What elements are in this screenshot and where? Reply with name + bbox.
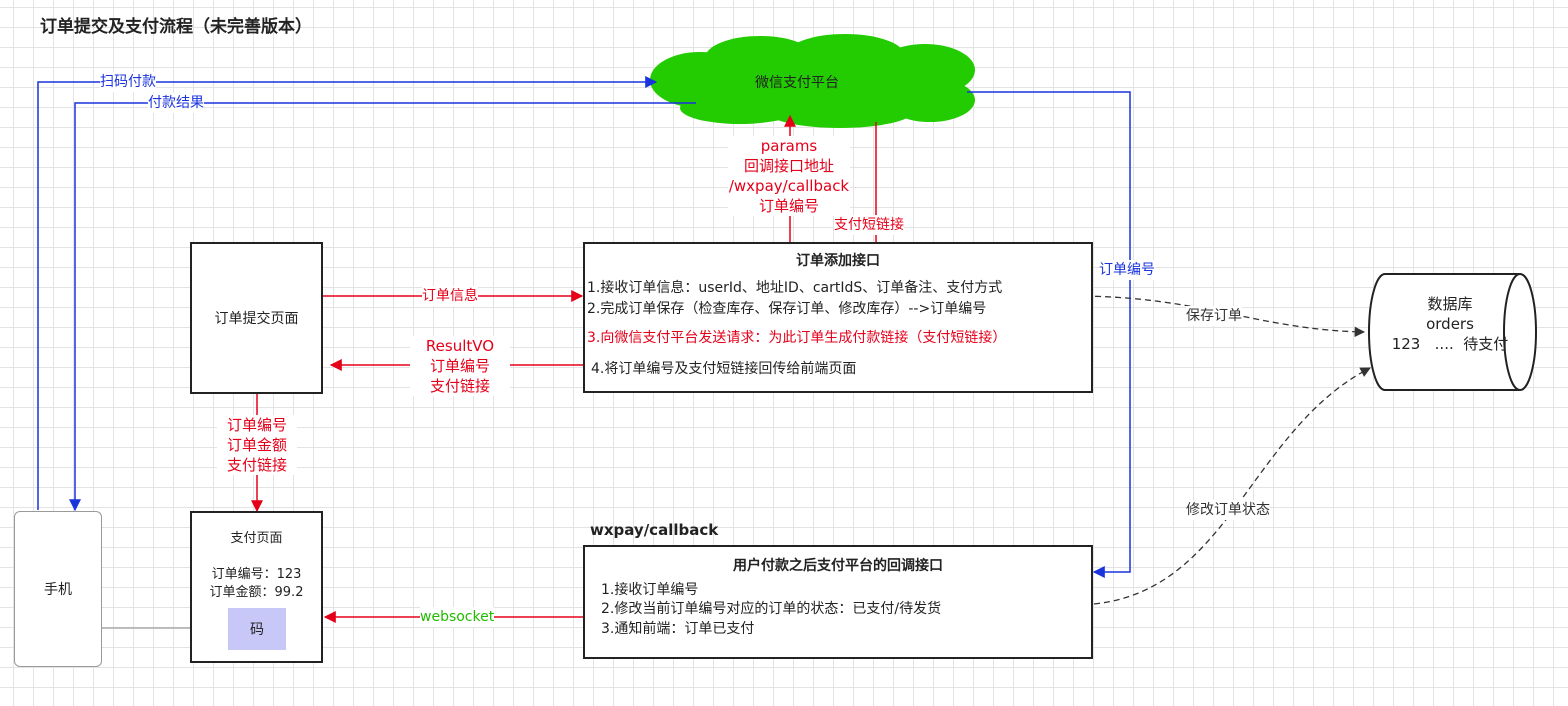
edge-update-status (1093, 367, 1371, 605)
label-pay-result: 付款结果 (148, 93, 204, 113)
label-params: params 回调接口地址 /wxpay/callback 订单编号 (728, 136, 850, 216)
order-submit-page-node: 订单提交页面 (190, 242, 323, 394)
add-order-step-1: 1.接收订单信息：userId、地址ID、cartIdS、订单备注、支付方式 (587, 280, 1003, 296)
add-order-step-2: 2.完成订单保存（检查库存、保存订单、修改库存）-->订单编号 (587, 301, 987, 317)
label-params-line-4: 订单编号 (728, 196, 850, 216)
label-result-line-1: ResultVO (410, 336, 510, 356)
label-pay-line-2: 订单金额 (217, 435, 297, 455)
label-result-vo: ResultVO 订单编号 支付链接 (410, 336, 510, 396)
callback-api-title: 用户付款之后支付平台的回调接口 (733, 558, 943, 574)
label-params-line-2: 回调接口地址 (728, 156, 850, 176)
edge-order-no-callback (967, 91, 1131, 578)
label-scan-pay: 扫码付款 (100, 72, 156, 92)
add-order-api-title: 订单添加接口 (796, 253, 880, 269)
callback-step-3: 3.通知前端：订单已支付 (601, 621, 755, 637)
edge-scan-pay (37, 76, 658, 510)
add-order-step-3: 3.向微信支付平台发送请求：为此订单生成付款链接（支付短链接） (587, 330, 1007, 346)
wechat-platform-label: 微信支付平台 (755, 75, 839, 91)
add-order-api-node: 订单添加接口 1.接收订单信息：userId、地址ID、cartIdS、订单备注… (583, 242, 1093, 393)
label-result-line-2: 订单编号 (410, 356, 510, 376)
label-save-order: 保存订单 (1186, 306, 1242, 326)
edge-pay-result (69, 102, 696, 512)
pay-page-node: 支付页面 订单编号：123 订单金额：99.2 码 (190, 511, 323, 663)
diagram-title: 订单提交及支付流程（未完善版本） (40, 17, 312, 37)
callback-step-2: 2.修改当前订单编号对应的订单的状态：已支付/待发货 (601, 601, 942, 617)
label-result-line-3: 支付链接 (410, 376, 510, 396)
database-cylinder (1368, 273, 1537, 391)
callback-api-node: 用户付款之后支付平台的回调接口 1.接收订单编号 2.修改当前订单编号对应的订单… (583, 545, 1093, 659)
phone-node: 手机 (14, 511, 102, 667)
label-pay-line-1: 订单编号 (217, 415, 297, 435)
pay-page-order-no: 订单编号：123 (211, 567, 302, 582)
database-label: 数据库 orders 123 .... 待支付 (1380, 294, 1520, 354)
label-websocket: websocket (420, 607, 495, 627)
database-line-1: 数据库 (1427, 295, 1473, 313)
phone-label: 手机 (44, 582, 72, 598)
database-line-2: orders (1426, 315, 1474, 333)
label-to-pay-page: 订单编号 订单金额 支付链接 (217, 415, 297, 475)
callback-step-1: 1.接收订单编号 (601, 582, 699, 598)
order-submit-page-label: 订单提交页面 (214, 311, 299, 327)
label-short-link: 支付短链接 (834, 215, 904, 235)
wechat-cloud-shape (650, 34, 975, 128)
pay-page-amount: 订单金额：99.2 (209, 585, 304, 600)
qr-code-label: 码 (250, 622, 264, 638)
label-pay-line-3: 支付链接 (217, 455, 297, 475)
label-order-info: 订单信息 (422, 286, 478, 306)
label-params-line-3: /wxpay/callback (728, 176, 850, 196)
label-order-no-callback: 订单编号 (1099, 260, 1155, 280)
pay-page-title: 支付页面 (230, 531, 283, 546)
add-order-step-4: 4.将订单编号及支付短链接回传给前端页面 (591, 361, 857, 377)
qr-code[interactable]: 码 (228, 608, 286, 650)
label-update-status: 修改订单状态 (1186, 500, 1270, 520)
database-line-3: 123 .... 待支付 (1391, 335, 1509, 353)
label-params-line-1: params (728, 136, 850, 156)
callback-path-label: wxpay/callback (590, 521, 719, 539)
